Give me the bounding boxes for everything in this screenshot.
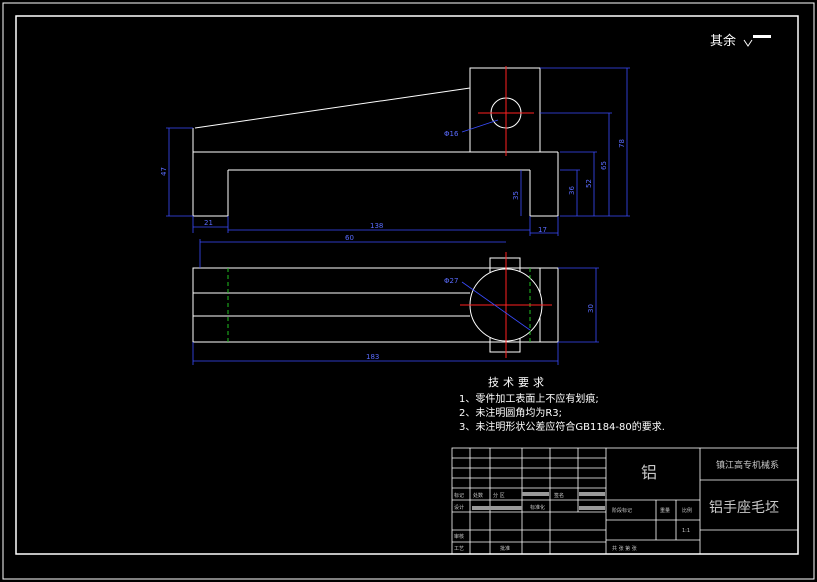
dim-52: 52 [585,179,593,188]
scale-label: 比例 [682,507,692,514]
tech-line-2: 2、未注明圆角均为R3; [459,406,562,419]
row-label-mark: 标记 [454,492,464,499]
top-centerlines [460,252,552,358]
dim-36: 36 [568,186,576,195]
front-view [192,67,559,217]
approve-label: 批准 [500,545,510,552]
boss-block [469,67,541,153]
roughness-symbol-icon [743,35,771,47]
roughness-label: 其余 [710,33,736,49]
dim-phi27: Φ27 [444,277,458,285]
row-label-sign: 签名 [554,492,564,499]
process-label: 工艺 [454,546,464,552]
school-cell: 镇江高专机械系 [716,459,779,471]
front-dimensions [166,67,630,236]
top-dimensions [192,239,599,365]
dim-21: 21 [204,219,213,227]
dim-138: 138 [370,222,383,230]
dim-17: 17 [538,226,547,234]
dim-183: 183 [366,353,379,361]
tech-line-3: 3、未注明形状公差应符合GB1184-80的要求. [459,420,665,433]
review-label: 审核 [454,533,464,540]
row-label-count: 处数 [473,492,483,499]
dim-65: 65 [600,161,608,170]
inner-border [15,15,799,555]
scale-value: 1:1 [682,528,690,534]
design-label: 设计 [454,504,464,511]
dim-35: 35 [512,191,520,200]
standardize-label: 标准化 [530,504,545,511]
dim-30: 30 [587,304,595,313]
sheets-label: 共 张 第 张 [612,545,637,552]
material-cell: 铝 [641,463,657,482]
row-label-zone: 分 区 [493,492,505,499]
title-block-shading [472,492,605,510]
dim-phi16: Φ16 [444,130,459,138]
weight-label: 重量 [660,507,670,514]
dim-78: 78 [618,139,626,148]
dim-47: 47 [160,167,168,176]
stage-mark-label: 阶段标记 [612,507,632,514]
title-block [451,447,799,555]
dim-60: 60 [345,234,354,242]
front-centerlines [478,66,534,156]
part-name-cell: 铝手座毛坯 [709,500,779,516]
tech-title: 技术要求 [488,376,548,389]
tech-line-1: 1、零件加工表面上不应有划痕; [459,392,599,405]
